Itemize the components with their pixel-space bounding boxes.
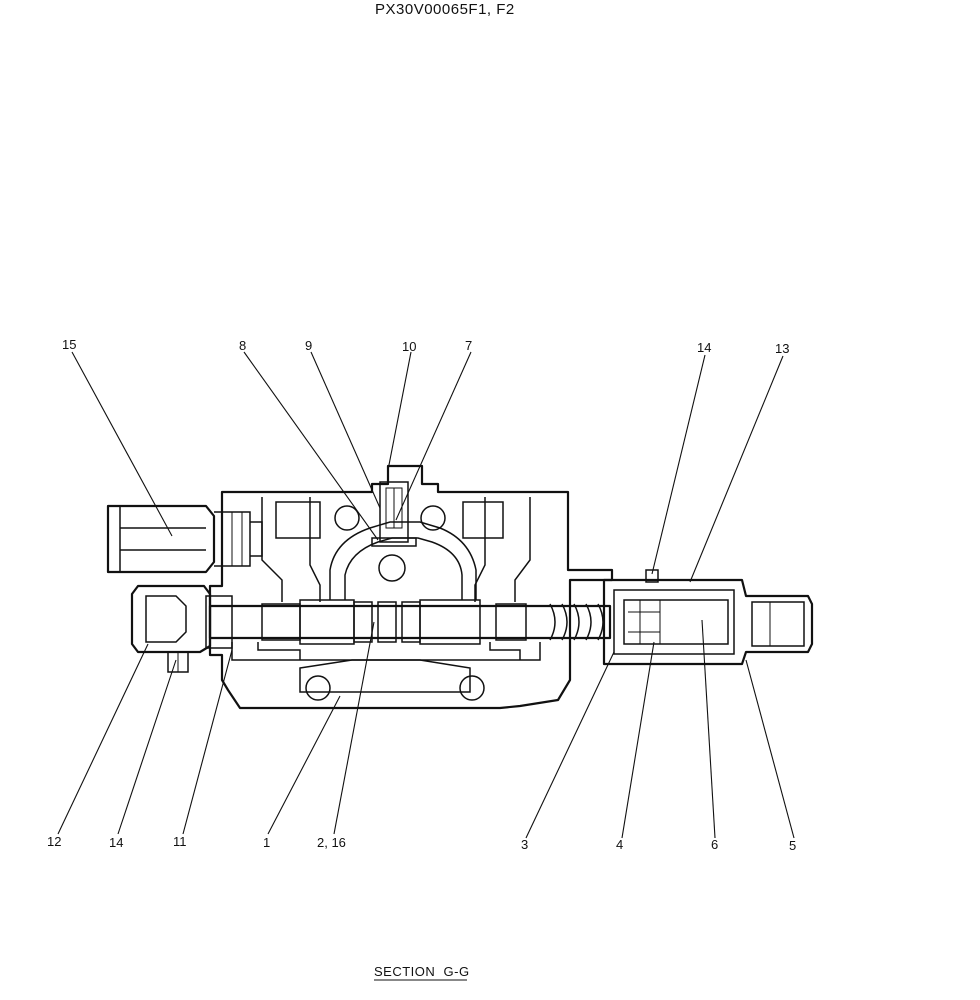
callout-13: 13 [775,341,789,356]
callout-labels: 15 8 9 10 7 14 13 12 14 11 1 2, 16 3 4 6… [47,337,796,853]
callout-9: 9 [305,338,312,353]
leader-8 [243,351,379,541]
leader-3 [525,651,615,839]
spool [205,595,612,649]
leader-1 [267,695,341,835]
leader-15 [71,351,173,537]
leader-12 [57,643,149,835]
leader-9 [310,351,381,509]
callout-14-bottom: 14 [109,835,123,850]
leader-4 [621,641,655,839]
leader-5 [745,659,795,839]
valve-body [208,464,614,710]
leader-14-top [651,354,706,575]
callout-11: 11 [173,834,187,849]
left-cap-assembly [130,584,212,673]
callout-5: 5 [789,838,796,853]
right-cap-assembly [602,569,814,666]
leader-6 [701,619,716,839]
leader-10 [387,351,412,471]
callout-8: 8 [239,338,246,353]
drawing-code: PX30V00065F1, F2 [375,1,515,18]
leader-14-bottom [117,659,177,835]
callout-14-top: 14 [697,340,711,355]
callout-6: 6 [711,837,718,852]
callout-3: 3 [521,837,528,852]
callout-1: 1 [263,835,270,850]
callout-12: 12 [47,834,61,849]
callout-7: 7 [465,338,472,353]
callout-4: 4 [616,837,623,852]
section-caption: SECTION G-G [374,964,470,979]
top-pilot-assembly [371,481,417,547]
callout-2-16: 2, 16 [317,835,346,850]
leader-2-16 [333,621,375,835]
callout-15: 15 [62,337,76,352]
leader-13 [689,355,784,583]
leader-11 [182,649,233,835]
leader-lines [57,351,795,839]
callout-10: 10 [402,339,416,354]
left-plug-assembly [106,504,263,574]
leader-7 [395,351,472,521]
